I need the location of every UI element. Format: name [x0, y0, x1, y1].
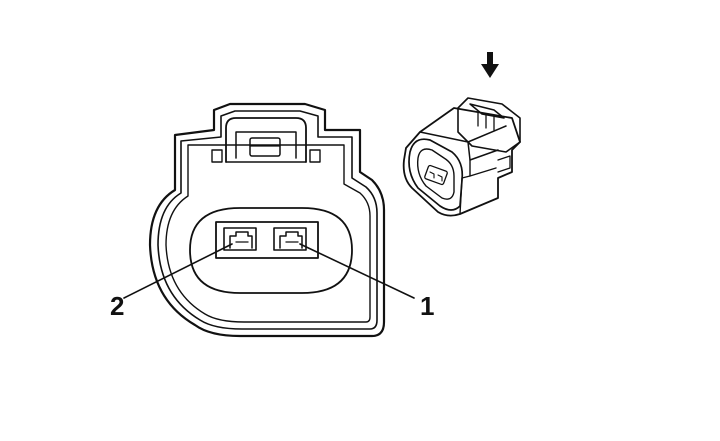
connector-isometric-view [402, 97, 521, 217]
terminal-cavity-pin-1 [273, 227, 307, 251]
connector-latch-tab [249, 137, 281, 157]
terminal-block [215, 221, 319, 259]
terminal-cavity-pin-2 [223, 227, 257, 251]
down-arrow-icon [481, 52, 499, 78]
connector-shell-inner-line-2 [165, 144, 371, 323]
connector-latch [225, 117, 307, 163]
connector-iso-front-face [408, 138, 464, 211]
connector-clip-left [211, 149, 223, 163]
connector-iso-body [402, 107, 521, 217]
pin-label-2: 2 [110, 291, 124, 321]
pin-label-1: 1 [420, 291, 434, 321]
leader-line-pin-2 [123, 243, 233, 299]
connector-shell-inner-line [157, 110, 378, 330]
connector-clip-right [309, 149, 321, 163]
connector-oval-recess [189, 207, 353, 294]
connector-latch-inner [235, 131, 297, 159]
connector-front-view: 2 1 [110, 102, 434, 338]
connector-outer-shell [148, 102, 386, 338]
leader-line-pin-1 [299, 243, 415, 299]
